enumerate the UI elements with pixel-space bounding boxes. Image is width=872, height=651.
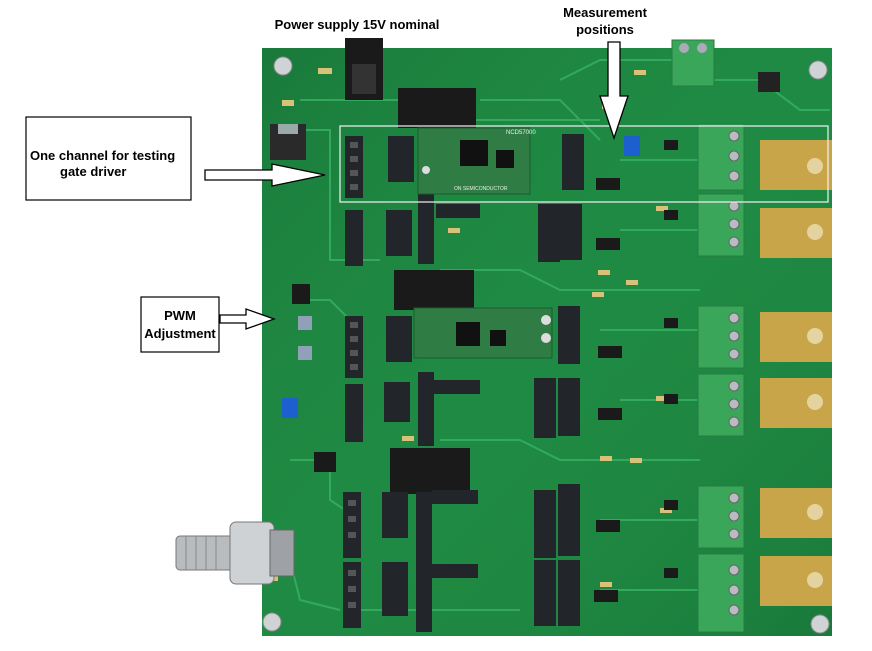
mounting-screws: [262, 56, 830, 634]
measurement-jumper: [624, 136, 640, 156]
pwm-pot-2: [298, 346, 312, 360]
pwm-label-line2: Adjustment: [144, 326, 216, 341]
small-ics: [292, 140, 678, 602]
measurement-label-line1: Measurement: [563, 5, 647, 20]
one-channel-highlight: [339, 125, 829, 203]
blue-jumper: [282, 398, 298, 418]
inductor-3: [390, 448, 470, 494]
pwm-callout-box: [140, 296, 220, 353]
measurement-arrow: [599, 41, 629, 141]
header-connectors: [343, 134, 584, 632]
module-bottom-text: ON SEMICONDUCTOR: [454, 186, 508, 192]
top-terminal-block: [671, 39, 715, 87]
one-channel-label-line2: gate driver: [60, 164, 127, 179]
inductor-1: [398, 88, 476, 128]
driver-module-2: [413, 307, 553, 359]
callout-arrows: [204, 41, 629, 330]
pwm-arrow: [219, 308, 276, 330]
terminal-screws: [728, 130, 740, 616]
measurement-label-line2: positions: [576, 22, 634, 37]
screw-terminals: [697, 123, 745, 633]
one-channel-callout-box: [25, 116, 192, 201]
one-channel-arrow: [204, 163, 326, 187]
power-supply-label: Power supply 15V nominal: [274, 17, 440, 32]
module-top-text: NCD57000: [506, 130, 536, 136]
one-channel-label-line1: One channel for testing: [30, 148, 176, 163]
pwm-label-line1: PWM: [164, 308, 196, 323]
bnc-connector: [175, 521, 295, 585]
inductor-2: [394, 270, 474, 310]
pwm-ic: [314, 452, 336, 472]
callout-boxes: [25, 116, 220, 353]
header-pins: [348, 142, 358, 608]
pwm-pot-1: [298, 316, 312, 330]
